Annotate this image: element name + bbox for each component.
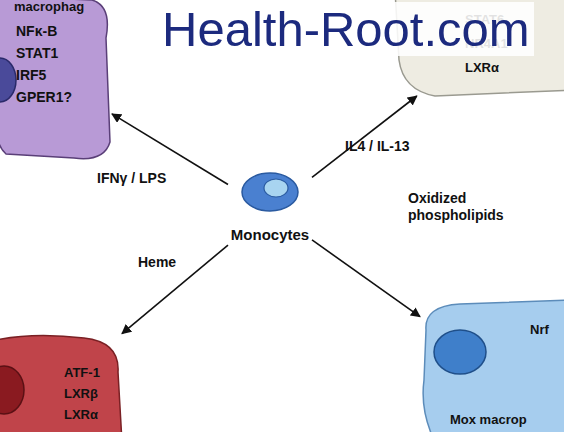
stimulus-label: IFNγ / LPS <box>97 170 197 187</box>
monocyte-cell: Monocytes <box>228 170 312 250</box>
macrophage-cell: NrfMox macrop <box>420 300 564 432</box>
stimulus-label: Oxidized phospholipids <box>408 190 518 224</box>
cell-nucleus <box>0 366 24 414</box>
stimulus-label: IL4 / IL-13 <box>345 138 445 155</box>
macrophage-cell: ATF-1 LXRβ LXRα <box>0 332 122 432</box>
differentiation-arrow <box>312 96 417 177</box>
stimulus-label: Heme <box>138 254 198 271</box>
cell-outline <box>0 332 122 432</box>
cell-heading: Nrf <box>530 322 564 338</box>
cell-nucleus <box>0 58 16 102</box>
differentiation-arrow <box>312 240 420 317</box>
watermark: Health-Root.com <box>158 2 534 56</box>
differentiation-arrow <box>122 245 228 334</box>
gene-list: ATF-1 LXRβ LXRα <box>64 362 116 425</box>
cell-nucleus <box>264 179 288 197</box>
macrophage-cell: macrophagNFκ-B STAT1 IRF5 GPER1? <box>0 0 112 162</box>
gene-list: Mox macrop <box>450 412 564 428</box>
cell-heading: macrophag <box>14 0 110 15</box>
cell-body <box>423 300 564 432</box>
cell-nucleus <box>242 173 298 211</box>
gene-list: Monocytes <box>228 226 312 244</box>
cell-body <box>0 0 110 159</box>
cell-nucleus <box>434 330 486 374</box>
gene-list: NFκ-B STAT1 IRF5 GPER1? <box>16 20 78 108</box>
